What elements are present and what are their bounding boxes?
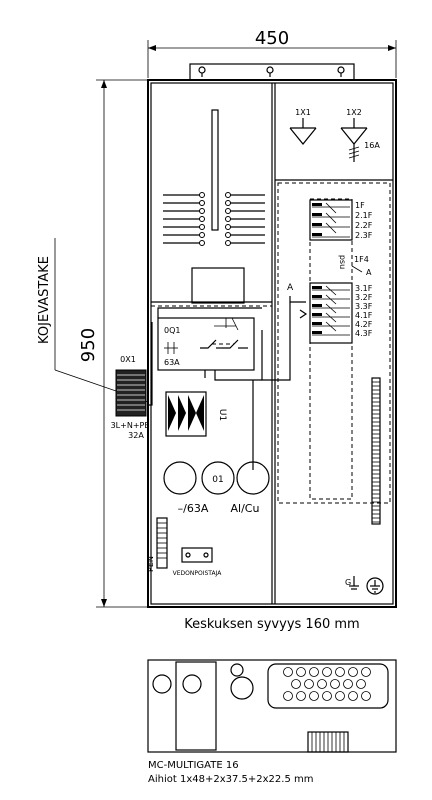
- svg-text:0Q1: 0Q1: [164, 326, 180, 335]
- multigate-plate: [147, 659, 397, 753]
- cable-entry-hole: [361, 691, 371, 701]
- lamp-1x1: 1X1: [289, 108, 317, 145]
- fuse-group-1f4: 1F4 A: [351, 255, 372, 277]
- cable-entry-hole: [322, 691, 332, 701]
- fuse-label: 3.1F: [355, 284, 373, 293]
- svg-text:PEN: PEN: [146, 556, 155, 572]
- svg-text:A: A: [366, 268, 372, 277]
- cable-entry-hole: [343, 679, 353, 689]
- fuse-label: 2.1F: [355, 211, 373, 220]
- cable-entry-hole: [361, 667, 371, 677]
- cable-entry-hole: [296, 691, 306, 701]
- svg-text:psu: psu: [338, 255, 347, 269]
- kwh-meters: 01 –/63A Al/Cu: [163, 380, 270, 515]
- cable-entry-hole: [322, 667, 332, 677]
- svg-text:1X1: 1X1: [295, 108, 311, 117]
- height-dimension: 950: [78, 79, 148, 608]
- svg-text:1X2: 1X2: [346, 108, 362, 117]
- fuse-block-upper: [309, 199, 353, 241]
- meter-right-label: Al/Cu: [231, 502, 260, 515]
- current-transformer-u1: U1: [165, 391, 227, 437]
- main-switch-0q1: 0Q1 63A: [157, 317, 255, 371]
- cable-entry-hole: [335, 691, 345, 701]
- side-label: KOJEVASTAKE: [37, 256, 52, 344]
- fuse-section: psu: [277, 182, 391, 504]
- cable-entry-hole: [335, 667, 345, 677]
- depth-note: Keskuksen syvyys 160 mm: [184, 617, 359, 632]
- fuse-label: 3.3F: [355, 302, 373, 311]
- svg-text:0X1: 0X1: [120, 355, 136, 364]
- width-label: 450: [255, 28, 289, 49]
- cable-entry-hole: [283, 667, 293, 677]
- height-label: 950: [78, 328, 99, 362]
- fuse-label: 4.1F: [355, 311, 373, 320]
- fuse-lower-labels: 3.1F3.2F3.3F4.1F4.2F4.3F: [355, 284, 373, 338]
- cable-entry-hole: [356, 679, 366, 689]
- cable-entry-hole: [317, 679, 327, 689]
- cable-entry-hole: [330, 679, 340, 689]
- svg-text:U1: U1: [217, 409, 227, 421]
- cable-entry-hole: [291, 679, 301, 689]
- svg-text:1F4: 1F4: [354, 255, 369, 264]
- terminal-rail: [371, 377, 381, 525]
- svg-text:32A: 32A: [128, 431, 144, 440]
- svg-text:A: A: [287, 283, 294, 293]
- ground-symbols: G: [345, 576, 384, 595]
- svg-text:3L+N+PE: 3L+N+PE: [111, 421, 150, 430]
- marker-a: A: [287, 283, 306, 303]
- fuse-label: 3.2F: [355, 293, 373, 302]
- width-dimension: 450: [147, 28, 397, 78]
- strain-relief: VEDONPOISTAJA: [173, 547, 223, 577]
- cable-entry-hole: [309, 667, 319, 677]
- svg-text:VEDONPOISTAJA: VEDONPOISTAJA: [173, 570, 223, 577]
- cable-entry-hole: [348, 691, 358, 701]
- multigate-blanks: Aihiot 1x48+2x37.5+2x22.5 mm: [148, 774, 313, 785]
- svg-text:16A: 16A: [364, 141, 380, 150]
- fuse-label: 2.2F: [355, 221, 373, 230]
- cable-entry-hole: [309, 691, 319, 701]
- svg-text:01: 01: [212, 475, 223, 485]
- mounting-hole: [198, 66, 206, 77]
- cable-entry-hole: [348, 667, 358, 677]
- cable-entry-hole: [304, 679, 314, 689]
- svg-text:G: G: [345, 578, 351, 587]
- lamp-1x2: 1X2 16A: [340, 108, 380, 162]
- entry-terminal-0x1: 0X1 3L+N+PE 32A: [111, 355, 150, 440]
- fuse-label: 1F: [355, 201, 365, 210]
- mounting-hole: [337, 66, 345, 77]
- fuse-upper-labels: 1F2.1F2.2F2.3F: [355, 201, 373, 240]
- fuse-label: 4.2F: [355, 320, 373, 329]
- cable-entry-hole: [296, 667, 306, 677]
- fuse-label: 4.3F: [355, 329, 373, 338]
- fuse-label: 2.3F: [355, 231, 373, 240]
- fuse-block-lower: [299, 282, 353, 344]
- wiring: [148, 302, 291, 406]
- svg-text:63A: 63A: [164, 358, 180, 367]
- mounting-hole: [266, 66, 274, 77]
- meter-window: [163, 109, 265, 304]
- pen-terminal: PEN: [146, 517, 168, 572]
- cabinet-body: [147, 63, 397, 608]
- multigate-name: MC-MULTIGATE 16: [148, 760, 239, 771]
- meter-left-label: –/63A: [178, 502, 209, 515]
- cable-entry-hole: [283, 691, 293, 701]
